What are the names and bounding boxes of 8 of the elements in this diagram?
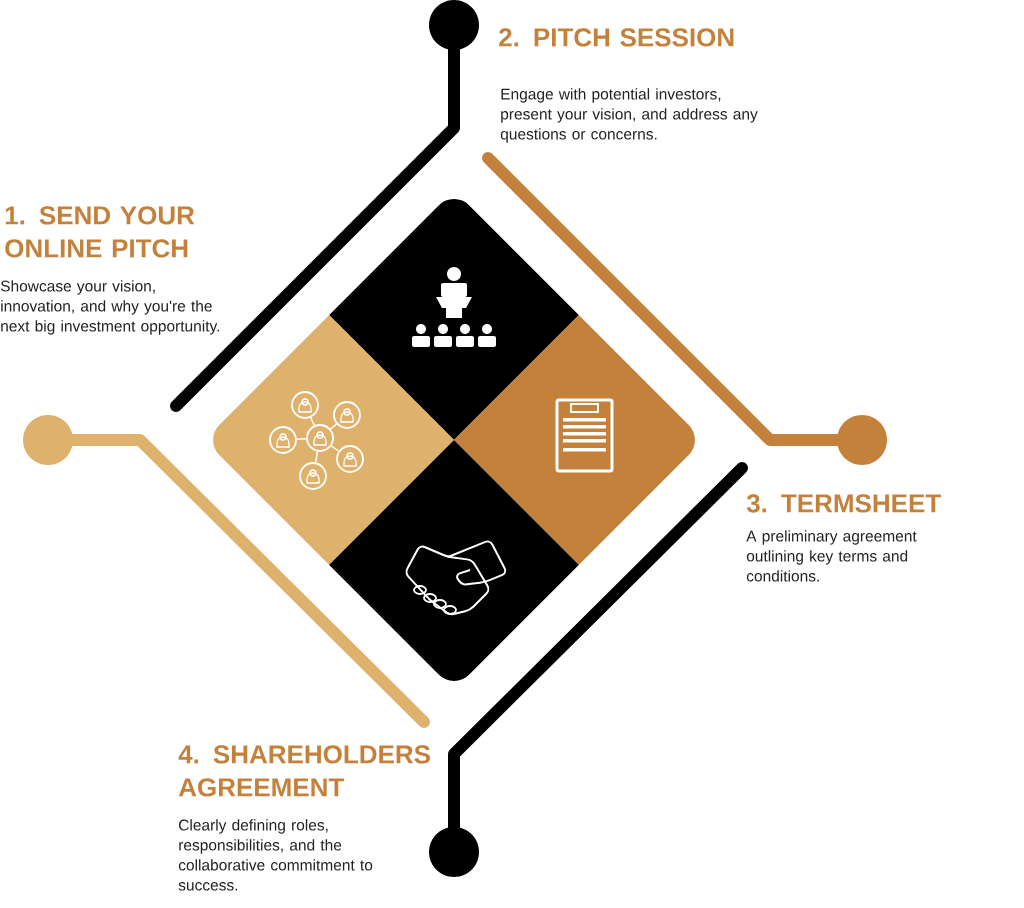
step-description: Engage with potential investors, present your vision, and address any questions or concerns. <box>500 88 758 143</box>
step-heading: 4. SHAREHOLDERS AGREEMENT <box>178 745 430 797</box>
step-heading: 3. TERMSHEET <box>746 494 941 513</box>
step-heading: 2. PITCH SESSION <box>499 28 734 47</box>
step-description: A preliminary agreement outlining key terms and conditions. <box>746 530 917 582</box>
step-heading: 1. SEND YOUR ONLINE PITCH <box>5 206 195 258</box>
step-description: Showcase your vision, innovation, and why you're the next big investment opportunity. <box>0 280 220 335</box>
step-description: Clearly defining roles, responsibilities, and the collaborative commitment to success. <box>178 819 373 891</box>
